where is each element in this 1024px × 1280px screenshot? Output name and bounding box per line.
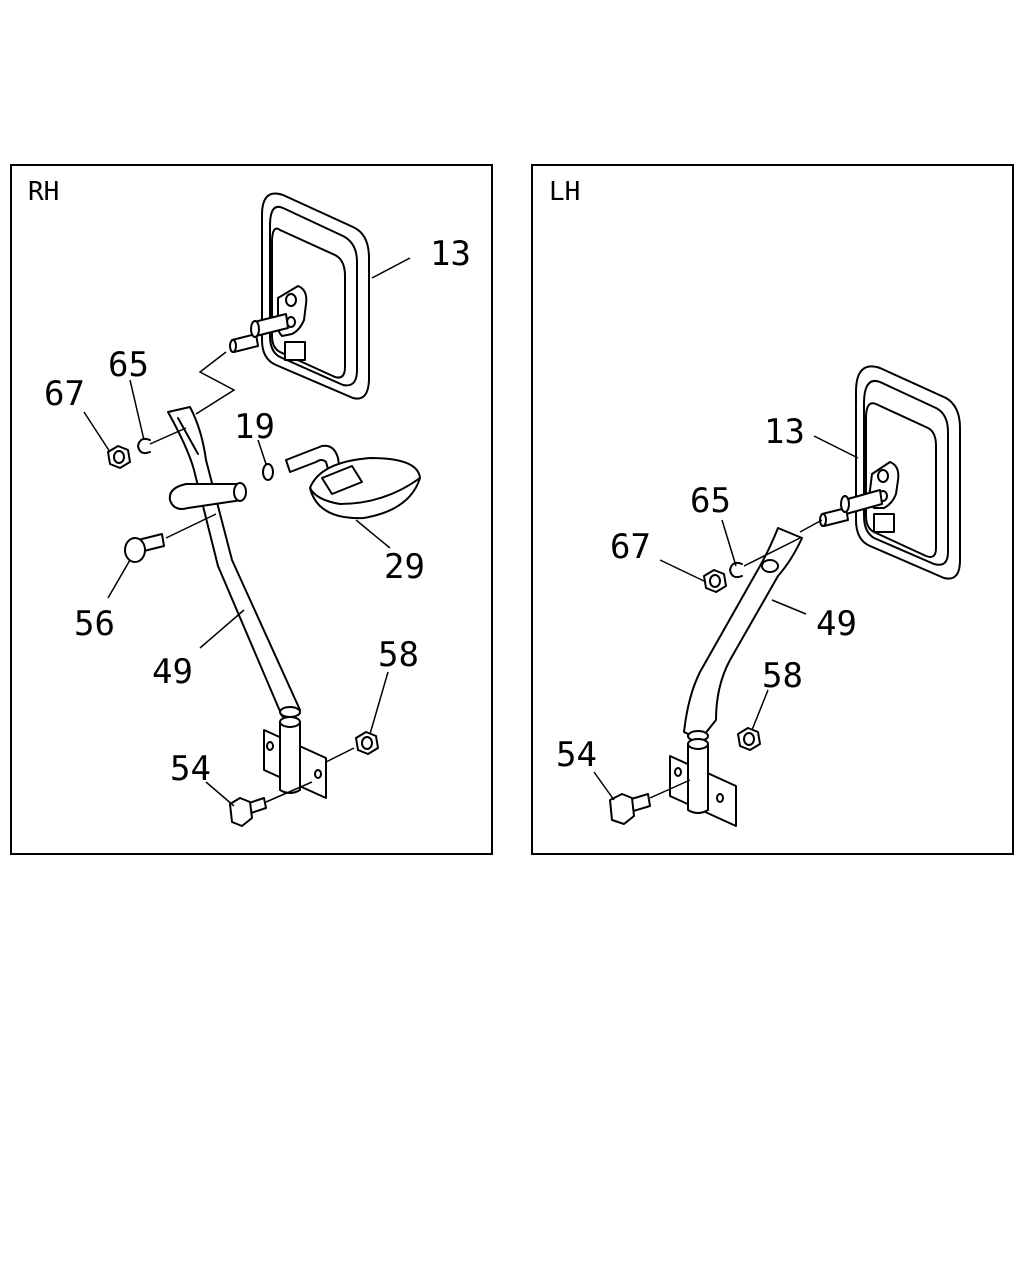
rh-callout-67: 67 <box>44 374 85 414</box>
rh-callout-58: 58 <box>378 635 419 675</box>
rh-bottom-bracket <box>263 716 327 799</box>
rh-bolt-56 <box>124 533 165 563</box>
lh-leader-lines <box>593 435 859 801</box>
rh-callout-49: 49 <box>152 652 193 692</box>
panel-lh-title: LH <box>549 177 580 207</box>
lh-nut-67 <box>703 569 727 593</box>
lh-bottom-bracket <box>669 738 737 827</box>
lh-stud-line <box>743 537 801 567</box>
rh-callout-13: 13 <box>430 234 471 274</box>
rh-callout-19: 19 <box>234 407 275 447</box>
lh-callout-65: 65 <box>690 481 731 521</box>
rh-callout-56: 56 <box>74 604 115 644</box>
rh-callout-65: 65 <box>108 345 149 385</box>
rh-leader-lines <box>83 257 411 807</box>
rh-callout-29: 29 <box>384 547 425 587</box>
lh-bolt-54 <box>609 793 651 825</box>
panel-rh-title: RH <box>28 177 59 207</box>
rh-main-mirror <box>229 192 370 400</box>
rh-callout-54: 54 <box>170 749 211 789</box>
rh-mirror-arm <box>167 406 301 719</box>
lh-callout-67: 67 <box>610 527 651 567</box>
lh-callout-49: 49 <box>816 604 857 644</box>
panel-lh: LH <box>531 164 1014 855</box>
lh-nut-58 <box>737 727 761 751</box>
lh-mirror-arm <box>683 527 803 742</box>
rh-bolt-54 <box>229 797 267 827</box>
rh-washer-19 <box>262 463 274 481</box>
rh-bolt-line <box>165 513 217 539</box>
lh-main-mirror <box>819 365 961 580</box>
panel-rh-frame <box>10 164 493 855</box>
lh-callout-58: 58 <box>762 656 803 696</box>
rh-nut-58 <box>355 731 379 755</box>
lh-callout-54: 54 <box>556 735 597 775</box>
lh-callout-13: 13 <box>764 412 805 452</box>
rh-under-mirror <box>285 444 421 520</box>
panel-rh: RH <box>10 164 493 855</box>
lh-lock-washer-65 <box>729 561 743 579</box>
rh-connection-line <box>195 351 236 415</box>
rh-lock-washer-65 <box>137 437 151 455</box>
rh-nut-67 <box>107 445 131 469</box>
